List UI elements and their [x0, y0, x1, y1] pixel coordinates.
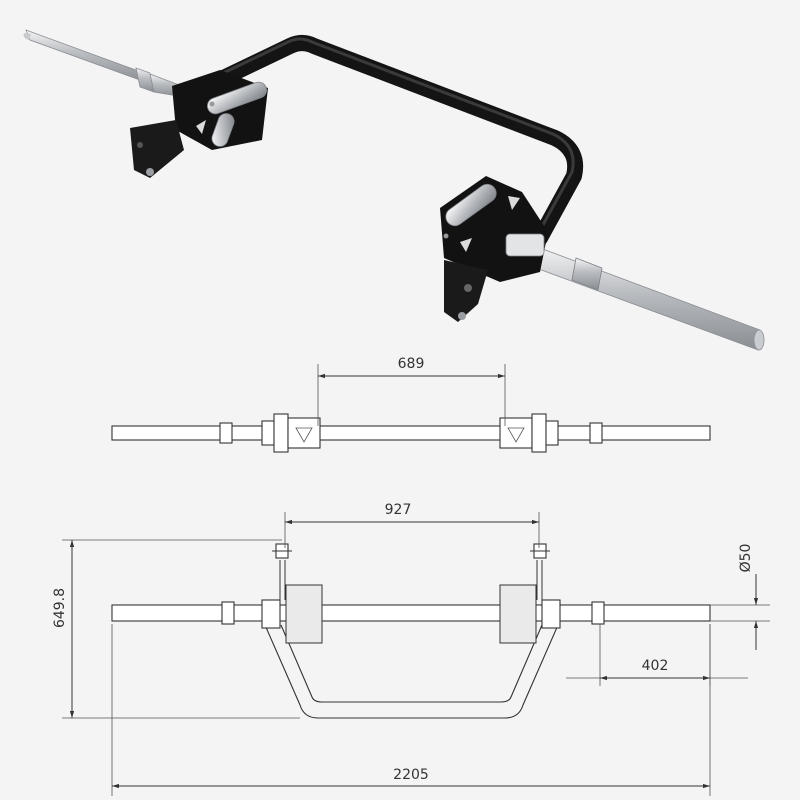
dim-diameter: Ø50: [738, 544, 754, 573]
dim-inner-width: 689: [398, 356, 425, 372]
dim-handle-spacing: 927: [385, 502, 412, 518]
dim-total-length: 2205: [393, 767, 429, 783]
left-handle-assembly: [130, 70, 268, 178]
front-view-drawing: 927 649.8 Ø50 402 2205: [52, 502, 770, 796]
dim-height: 649.8: [52, 588, 68, 628]
trap-bar-frame: [207, 35, 584, 246]
right-sleeve: [535, 247, 765, 351]
triangle-v-logo-icon: [508, 196, 520, 210]
dim-sleeve-length: 402: [642, 658, 669, 674]
top-view-drawing: 689: [111, 356, 711, 453]
triangle-v-logo-icon: [507, 427, 525, 443]
front-bar: [111, 604, 711, 622]
triangle-v-logo-icon: [460, 238, 472, 252]
triangle-v-logo-icon: [196, 120, 206, 134]
left-sleeve: [23, 29, 185, 98]
top-bar: [111, 425, 711, 441]
right-handle-assembly: [440, 176, 548, 322]
triangle-v-logo-icon: [295, 427, 313, 443]
barbell-photo: [23, 29, 765, 351]
